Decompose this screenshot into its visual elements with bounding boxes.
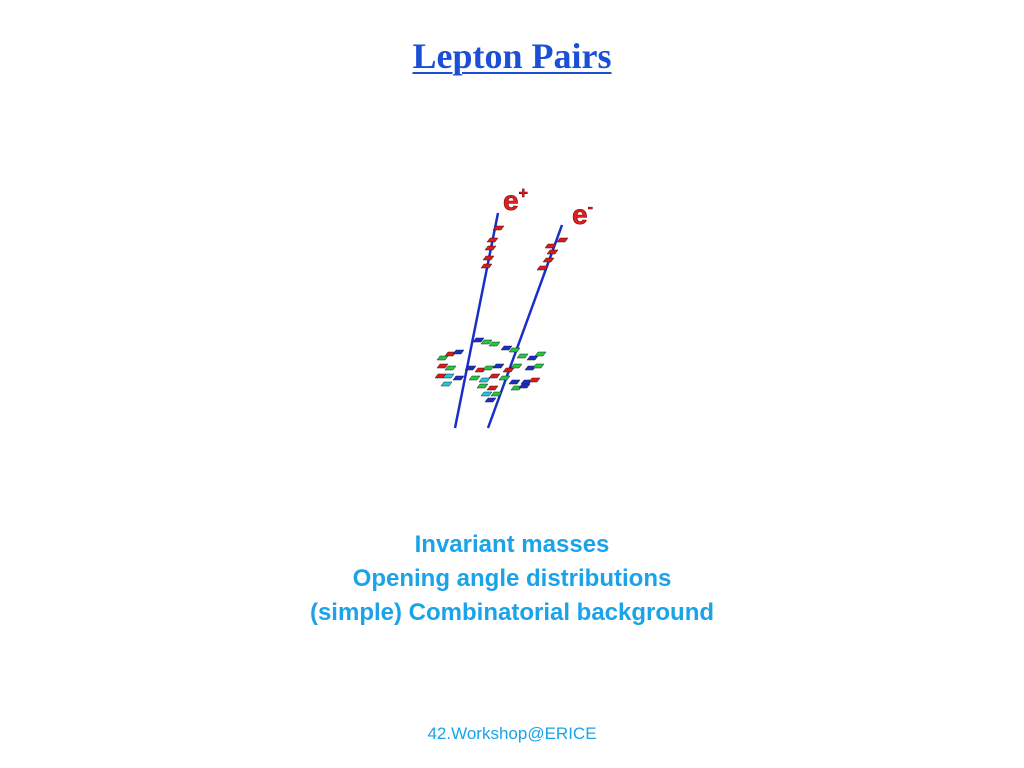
- detector-hit: [472, 337, 485, 343]
- footer-text: 42.Workshop@ERICE: [427, 724, 597, 743]
- detector-hit: [490, 391, 503, 397]
- detector-hit: [488, 373, 501, 379]
- detector-hit: [480, 339, 493, 345]
- detector-hit: [468, 375, 481, 381]
- detector-hit: [500, 345, 513, 351]
- topic-line: Invariant masses: [414, 531, 610, 558]
- detector-hit: [536, 265, 549, 271]
- detector-hit: [482, 255, 495, 261]
- detector-hit: [508, 379, 521, 385]
- detector-hit: [510, 363, 523, 369]
- detector-hit: [518, 383, 531, 389]
- detector-hit: [464, 365, 477, 371]
- detector-hit: [534, 351, 547, 357]
- detector-hit: [452, 349, 465, 355]
- detector-hit: [492, 363, 505, 369]
- detector-hit: [474, 367, 487, 373]
- detector-hit: [544, 243, 557, 249]
- detector-hit: [478, 377, 491, 383]
- detector-hit: [436, 355, 449, 361]
- detector-hit: [484, 397, 497, 403]
- detector-hit: [546, 249, 559, 255]
- event-display-svg: e+ e-: [434, 185, 593, 429]
- detector-hit: [524, 365, 537, 371]
- detector-hit: [480, 263, 493, 269]
- track-e-minus: [486, 224, 564, 429]
- detector-hit: [482, 365, 495, 371]
- detector-hit: [442, 373, 455, 379]
- detector-hit: [444, 351, 457, 357]
- detector-hit: [526, 355, 539, 361]
- detector-hit: [516, 353, 529, 359]
- detector-hit: [532, 363, 545, 369]
- detector-hits: [434, 225, 569, 403]
- label-e-plus: e+: [503, 185, 528, 216]
- detector-hit: [444, 365, 457, 371]
- detector-hit: [486, 385, 499, 391]
- detector-hit: [480, 391, 493, 397]
- detector-hit: [542, 257, 555, 263]
- label-e-minus: e-: [572, 199, 593, 230]
- detector-hit: [502, 367, 515, 373]
- detector-hit: [508, 347, 521, 353]
- detector-hit: [484, 245, 497, 251]
- detector-hit: [556, 237, 569, 243]
- detector-hit: [492, 225, 505, 231]
- detector-hit: [488, 341, 501, 347]
- slide-title: Lepton Pairs: [412, 36, 612, 76]
- detector-hit: [528, 377, 541, 383]
- topic-line: Opening angle distributions: [352, 565, 672, 592]
- detector-hit: [452, 375, 465, 381]
- detector-hit: [498, 375, 511, 381]
- event-display-figure: e+ e-: [400, 170, 640, 440]
- topic-line: (simple) Combinatorial background: [309, 599, 715, 626]
- detector-hit: [440, 381, 453, 387]
- detector-hit: [436, 363, 449, 369]
- detector-hit: [510, 385, 523, 391]
- detector-hit: [476, 383, 489, 389]
- detector-hit: [486, 237, 499, 243]
- topics-list: Invariant masses Opening angle distribut…: [0, 528, 1024, 630]
